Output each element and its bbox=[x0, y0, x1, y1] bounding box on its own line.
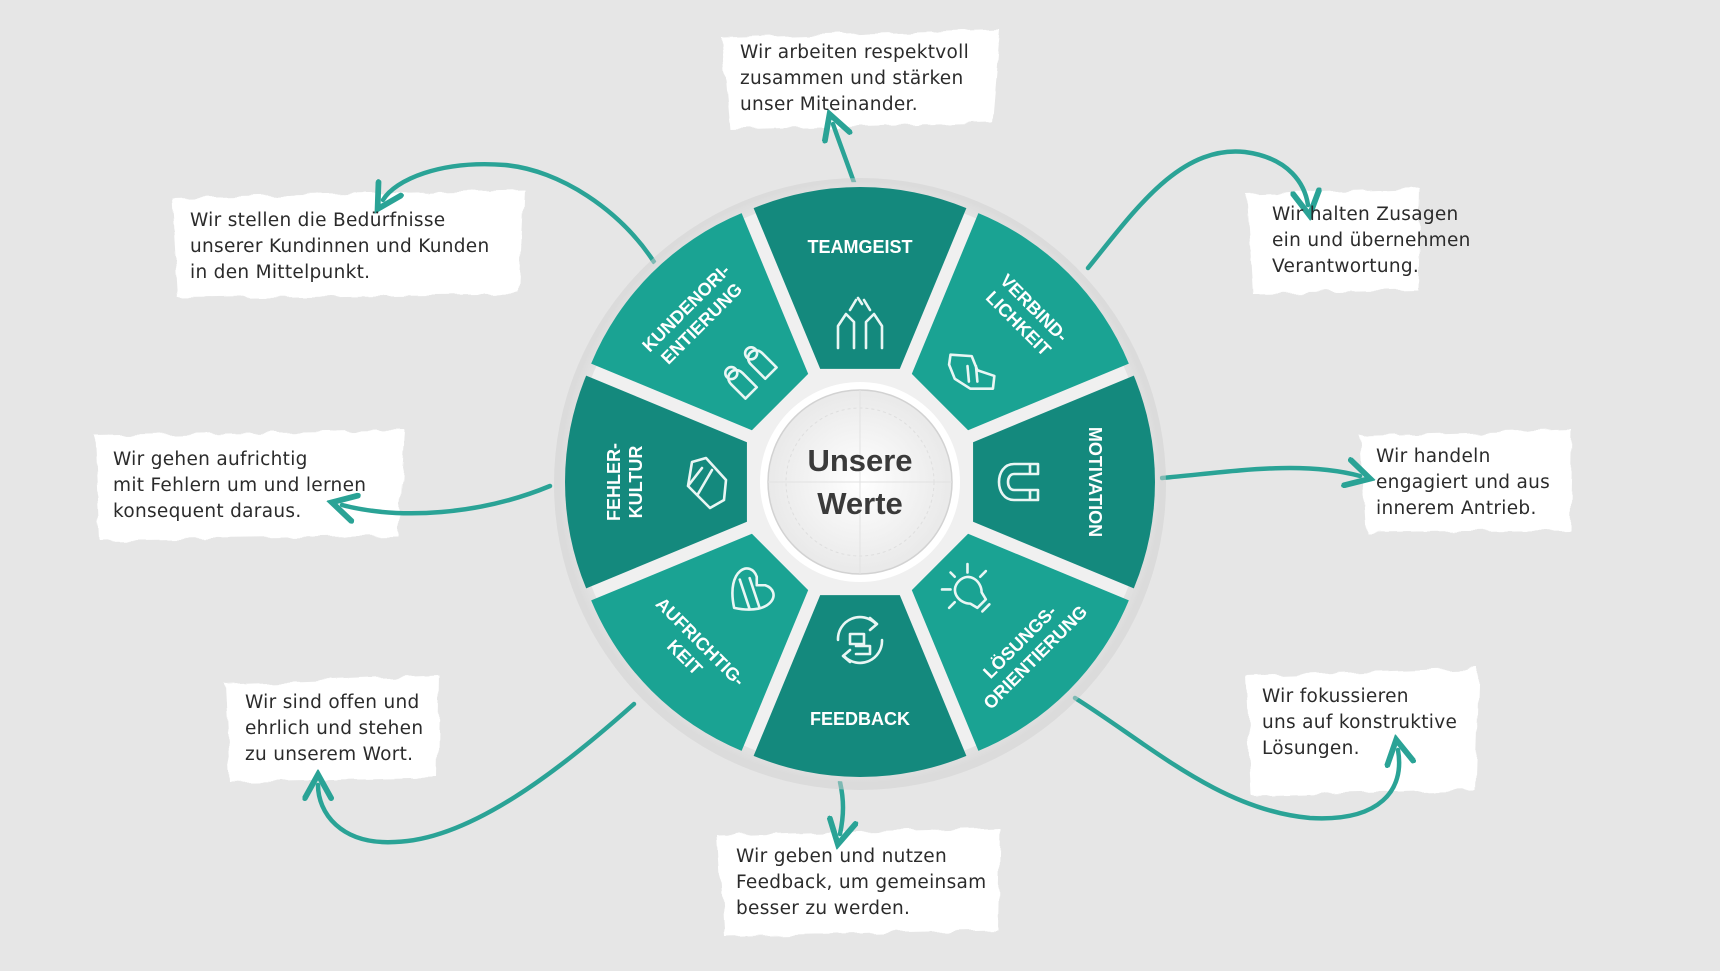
hub-title-line2: Werte bbox=[817, 486, 903, 521]
arrow-feedback bbox=[840, 779, 843, 834]
note-bg-motivation bbox=[1360, 430, 1572, 532]
magnet-icon bbox=[997, 462, 1040, 502]
note-bg-feedback bbox=[718, 828, 1000, 936]
arrow-loesungsorientierung bbox=[1072, 695, 1399, 821]
segment-verbindlichkeit bbox=[911, 213, 1129, 431]
segment-kundenorientierung bbox=[591, 213, 809, 431]
segment-fehlerkultur bbox=[565, 375, 747, 589]
note-aufrichtigkeit: Wir sind offen und ehrlich und stehen zu… bbox=[245, 692, 424, 765]
arrow-fehlerkultur bbox=[342, 483, 553, 513]
arrow-motivation bbox=[1159, 468, 1360, 478]
segment-label-feedback: FEEDBACK bbox=[810, 709, 910, 729]
segment-label-fehlerkultur: FEHLER-KULTUR bbox=[604, 443, 646, 521]
note-fehlerkultur: Wir gehen aufrichtig mit Fehlern um und … bbox=[113, 449, 367, 522]
note-bg-loesungsorientierung bbox=[1246, 668, 1478, 796]
customers-icon bbox=[724, 346, 778, 400]
arrow-verbindlichkeit bbox=[1085, 149, 1308, 271]
wheel-segments: TEAMGEISTVERBIND-LICHKEITMOTIVATIONLÖSUN… bbox=[565, 187, 1155, 777]
eraser-icon bbox=[686, 456, 728, 510]
note-kundenorientierung: Wir stellen die Bedürfnisse unserer Kund… bbox=[190, 210, 490, 283]
segment-teamgeist bbox=[753, 187, 967, 369]
note-bg-aufrichtigkeit bbox=[225, 676, 440, 782]
hub-title-line1: Unsere bbox=[807, 443, 912, 478]
note-bg-teamgeist bbox=[722, 30, 1000, 130]
segment-label-line: KULTUR bbox=[626, 446, 646, 519]
handshake-icon bbox=[947, 353, 996, 390]
note-bg-verbindlichkeit bbox=[1246, 188, 1420, 293]
segment-label-line: TEAMGEIST bbox=[807, 237, 912, 257]
segment-motivation bbox=[973, 375, 1155, 589]
note-bg-kundenorientierung bbox=[172, 190, 525, 298]
arrow-aufrichtigkeit bbox=[318, 701, 637, 845]
note-motivation: Wir handeln engagiert und aus innerem An… bbox=[1376, 446, 1551, 519]
segment-label-line: FEHLER- bbox=[604, 443, 624, 521]
segment-label-motivation: MOTIVATION bbox=[1085, 427, 1105, 537]
high-five-icon bbox=[836, 296, 884, 350]
segment-loesungsorientierung bbox=[911, 533, 1129, 751]
note-verbindlichkeit: Wir halten Zusagen ein und übernehmen Ve… bbox=[1272, 204, 1471, 277]
segment-label-teamgeist: TEAMGEIST bbox=[807, 237, 912, 257]
segment-label-line: MOTIVATION bbox=[1085, 427, 1105, 537]
values-wheel: TEAMGEISTVERBIND-LICHKEITMOTIVATIONLÖSUN… bbox=[554, 178, 1166, 790]
lightbulb-icon bbox=[940, 562, 991, 613]
feedback-cycle-icon bbox=[836, 615, 884, 665]
note-feedback: Wir geben und nutzen Feedback, um gemein… bbox=[736, 846, 987, 919]
arrow-kundenorientierung bbox=[383, 162, 657, 265]
note-loesungsorientierung: Wir fokussieren uns auf konstruktive Lös… bbox=[1262, 686, 1458, 759]
segment-feedback bbox=[753, 595, 967, 777]
heart-icon bbox=[731, 567, 775, 611]
note-backgrounds bbox=[95, 30, 1572, 936]
segment-label-line: FEEDBACK bbox=[810, 709, 910, 729]
note-teamgeist: Wir arbeiten respektvoll zusammen und st… bbox=[740, 42, 970, 115]
